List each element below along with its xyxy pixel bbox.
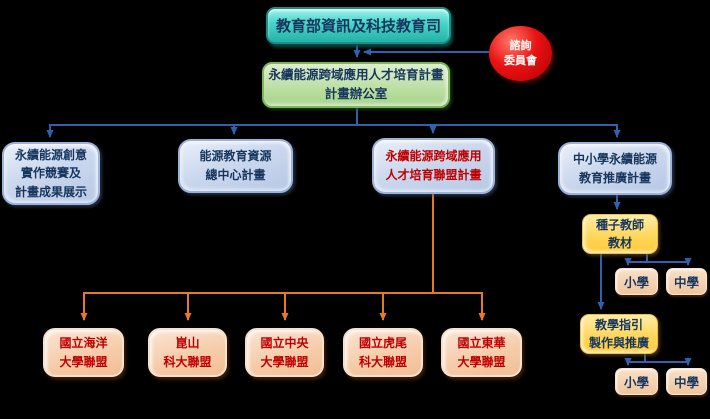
node-text: 中學 bbox=[673, 375, 699, 390]
node-text: 大學聯盟 bbox=[260, 354, 309, 369]
node-text: 國立中央 bbox=[260, 335, 309, 350]
orange-connectors bbox=[80, 194, 486, 321]
node-text: 崑山 bbox=[175, 335, 200, 350]
advisory-committee-ellipse: 諮詢 委員會 bbox=[489, 26, 552, 81]
middle-school-box-1: 中學 bbox=[666, 268, 707, 295]
middle-school-box-2: 中學 bbox=[666, 368, 707, 395]
node-text: 中學 bbox=[673, 275, 699, 290]
node-text: 教育推廣計畫 bbox=[578, 170, 651, 185]
node-text: 能源教育資源 bbox=[199, 149, 272, 164]
node-text: 人才培育聯盟計畫 bbox=[385, 168, 482, 182]
node-text: 總中心計畫 bbox=[205, 168, 266, 182]
node-text: 小學 bbox=[623, 375, 649, 390]
node-creative-competition: 永續能源創意 實作競賽及 計畫成果展示 bbox=[2, 142, 100, 205]
node-text: 大學聯盟 bbox=[59, 354, 108, 369]
program-office-line: 永續能源跨域應用人才培育計畫 bbox=[268, 67, 444, 83]
alliance-donghua-university-box: 國立東華 大學聯盟 bbox=[441, 328, 522, 377]
elementary-school-box-2: 小學 bbox=[615, 368, 658, 395]
ministry-root-label: 教育部資訊及科技教育司 bbox=[275, 17, 441, 35]
node-text: 計畫成果展示 bbox=[14, 184, 87, 199]
node-text: 國立東華 bbox=[457, 335, 506, 350]
node-text: 國立虎尾 bbox=[358, 335, 407, 350]
node-alliance-program: 永續能源跨域應用 人才培育聯盟計畫 bbox=[372, 138, 495, 194]
alliance-central-university-box: 國立中央 大學聯盟 bbox=[245, 328, 324, 377]
node-text: 中小學永續能源 bbox=[572, 151, 657, 166]
node-text: 科大聯盟 bbox=[163, 354, 212, 369]
node-text: 國立海洋 bbox=[59, 335, 108, 350]
alliance-huwei-tech-box: 國立虎尾 科大聯盟 bbox=[343, 328, 423, 377]
seed-teacher-materials-box: 種子教師 教材 bbox=[582, 214, 658, 254]
node-text: 教學指引 bbox=[594, 318, 643, 332]
node-text: 科大聯盟 bbox=[358, 354, 407, 369]
node-text: 小學 bbox=[623, 275, 649, 290]
ministry-root-box: 教育部資訊及科技教育司 bbox=[266, 7, 451, 44]
node-school-promotion: 中小學永續能源 教育推廣計畫 bbox=[558, 142, 672, 195]
node-resource-center: 能源教育資源 總中心計畫 bbox=[178, 139, 293, 193]
program-office-line: 計畫辦公室 bbox=[324, 86, 388, 101]
node-text: 大學聯盟 bbox=[457, 354, 506, 369]
advisory-label-line: 委員會 bbox=[504, 53, 537, 67]
node-text: 永續能源創意 bbox=[14, 147, 87, 162]
elementary-school-box-1: 小學 bbox=[615, 268, 658, 295]
node-text: 種子教師 bbox=[595, 218, 644, 232]
blue-connectors bbox=[46, 45, 692, 366]
advisory-label-line: 諮詢 bbox=[509, 39, 532, 53]
alliance-ocean-university-box: 國立海洋 大學聯盟 bbox=[43, 328, 124, 377]
node-text: 製作與推廣 bbox=[588, 336, 649, 350]
node-text: 永續能源跨域應用 bbox=[385, 149, 482, 164]
program-office-box: 永續能源跨域應用人才培育計畫 計畫辦公室 bbox=[262, 62, 450, 108]
node-text: 教材 bbox=[607, 236, 632, 250]
teaching-guide-box: 教學指引 製作與推廣 bbox=[580, 314, 658, 354]
node-text: 實作競賽及 bbox=[20, 166, 81, 181]
alliance-kunshan-tech-box: 崑山 科大聯盟 bbox=[148, 328, 227, 377]
